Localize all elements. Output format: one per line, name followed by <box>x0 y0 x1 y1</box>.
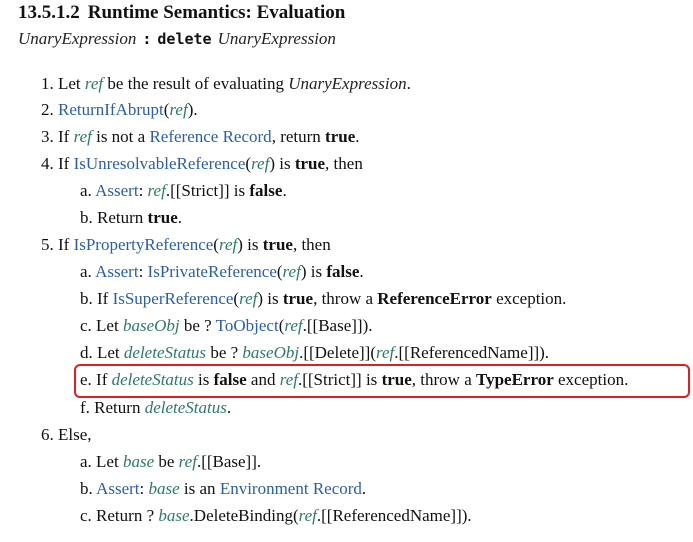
production-rhs: UnaryExpression <box>217 29 336 48</box>
var-ref: ref <box>282 262 301 281</box>
var-delete-status: deleteStatus <box>144 398 227 417</box>
link-is-super-reference[interactable]: IsSuperReference <box>112 289 234 308</box>
link-assert[interactable]: Assert <box>95 181 139 200</box>
step-5c: c. Let baseObj be ? ToObject(ref.[[Base]… <box>80 316 373 335</box>
var-ref: ref <box>298 506 317 525</box>
grammar-production: UnaryExpression: delete UnaryExpression <box>18 29 336 49</box>
step-4: 4. If IsUnresolvableReference(ref) is tr… <box>41 154 363 173</box>
var-base: base <box>158 506 190 525</box>
var-ref: ref <box>251 154 270 173</box>
var-base-obj: baseObj <box>122 316 180 335</box>
section-title: Runtime Semantics: Evaluation <box>87 2 346 23</box>
delete-keyword: delete <box>157 30 212 48</box>
step-5a: a. Assert: IsPrivateReference(ref) is fa… <box>80 262 364 281</box>
var-ref: ref <box>73 127 92 146</box>
step-5f: f. Return deleteStatus. <box>80 398 232 417</box>
section-number: 13.5.1.2 <box>18 2 80 23</box>
var-ref: ref <box>178 452 197 471</box>
step-4b: b. Return true. <box>80 208 182 227</box>
link-reference-record[interactable]: Reference Record <box>149 127 272 146</box>
link-to-object[interactable]: ToObject <box>215 316 279 335</box>
var-delete-status: deleteStatus <box>123 343 207 362</box>
link-assert[interactable]: Assert <box>95 262 139 281</box>
production-lhs: UnaryExpression <box>18 29 137 48</box>
var-ref: ref <box>218 235 238 254</box>
step-6b: b. Assert: base is an Environment Record… <box>80 479 367 498</box>
step-5d: d. Let deleteStatus be ? baseObj.[[Delet… <box>80 343 550 362</box>
var-delete-status: deleteStatus <box>111 370 194 389</box>
var-ref: ref <box>169 100 188 119</box>
var-ref: ref <box>376 343 395 362</box>
link-return-if-abrupt[interactable]: ReturnIfAbrupt <box>58 100 164 119</box>
var-base-obj: baseObj <box>242 343 300 362</box>
var-base: base <box>122 452 155 471</box>
step-6a: a. Let base be ref.[[Base]]. <box>80 452 262 471</box>
step-2: 2. ReturnIfAbrupt(ref). <box>41 100 198 119</box>
step-6: 6. Else, <box>41 425 92 444</box>
var-ref: ref <box>147 181 166 200</box>
var-ref: ref <box>279 370 298 389</box>
step-5e: e. If deleteStatus is false and ref.[[St… <box>80 370 629 389</box>
link-is-unresolvable-reference[interactable]: IsUnresolvableReference <box>73 154 246 173</box>
link-is-property-reference[interactable]: IsPropertyReference <box>73 235 214 254</box>
link-assert[interactable]: Assert <box>96 479 140 498</box>
step-5b: b. If IsSuperReference(ref) is true, thr… <box>80 289 567 308</box>
step-6c: c. Return ? base.DeleteBinding(ref.[[Ref… <box>80 506 472 525</box>
highlight-box <box>74 364 690 398</box>
var-ref: ref <box>284 316 303 335</box>
production-colon: : <box>142 30 152 48</box>
step-4a: a. Assert: ref.[[Strict]] is false. <box>80 181 287 200</box>
var-ref: ref <box>84 74 104 93</box>
step-1: 1. Let ref be the result of evaluating U… <box>41 74 411 93</box>
link-is-private-reference[interactable]: IsPrivateReference <box>147 262 277 281</box>
var-base: base <box>148 479 180 498</box>
link-environment-record[interactable]: Environment Record <box>219 479 362 498</box>
step-3: 3. If ref is not a Reference Record, ret… <box>41 127 360 146</box>
step-5: 5. If IsPropertyReference(ref) is true, … <box>41 235 331 254</box>
section-heading: 13.5.1.2 Runtime Semantics: Evaluation <box>18 2 345 24</box>
var-ref: ref <box>239 289 258 308</box>
